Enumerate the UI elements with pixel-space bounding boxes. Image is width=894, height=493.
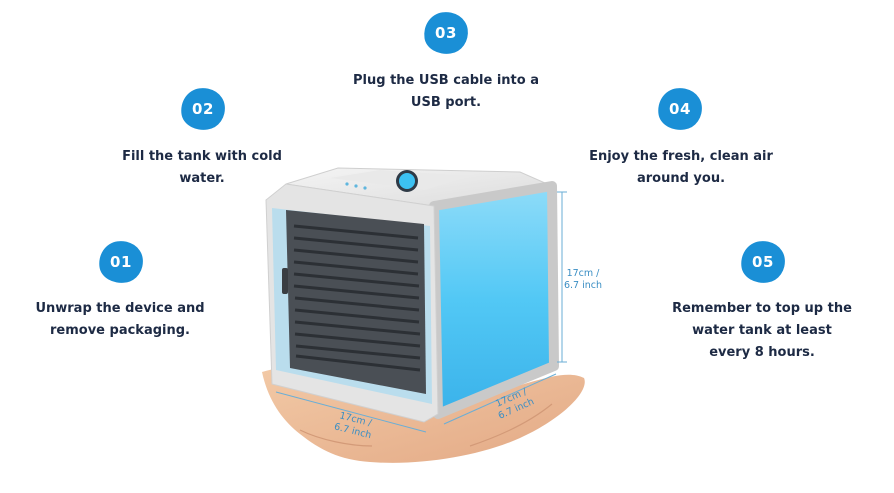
step-01-text: Unwrap the device and remove packaging. <box>20 298 220 342</box>
step-04-text: Enjoy the fresh, clean air around you. <box>573 146 789 190</box>
step-05-line-1: Remember to top up the <box>672 301 852 316</box>
step-01-line-2: remove packaging. <box>50 323 190 338</box>
step-05-line-2: water tank at least <box>692 323 832 338</box>
step-04-line-1: Enjoy the fresh, clean air <box>589 149 773 164</box>
step-02-text: Fill the tank with cold water. <box>102 146 302 190</box>
step-03-line-1: Plug the USB cable into a <box>353 73 539 88</box>
height-dimension-label: 17cm / 6.7 inch <box>563 268 603 291</box>
step-03-text: Plug the USB cable into a USB port. <box>333 70 559 114</box>
step-05-text: Remember to top up the water tank at lea… <box>662 298 862 364</box>
step-04-line-2: around you. <box>636 171 726 186</box>
step-05-line-3: every 8 hours. <box>709 345 815 360</box>
step-02-line-1: Fill the tank with cold <box>122 149 282 164</box>
step-03-line-2: USB port. <box>410 95 482 110</box>
step-02-line-2: water. <box>179 171 225 186</box>
step-01-line-1: Unwrap the device and <box>35 301 205 316</box>
